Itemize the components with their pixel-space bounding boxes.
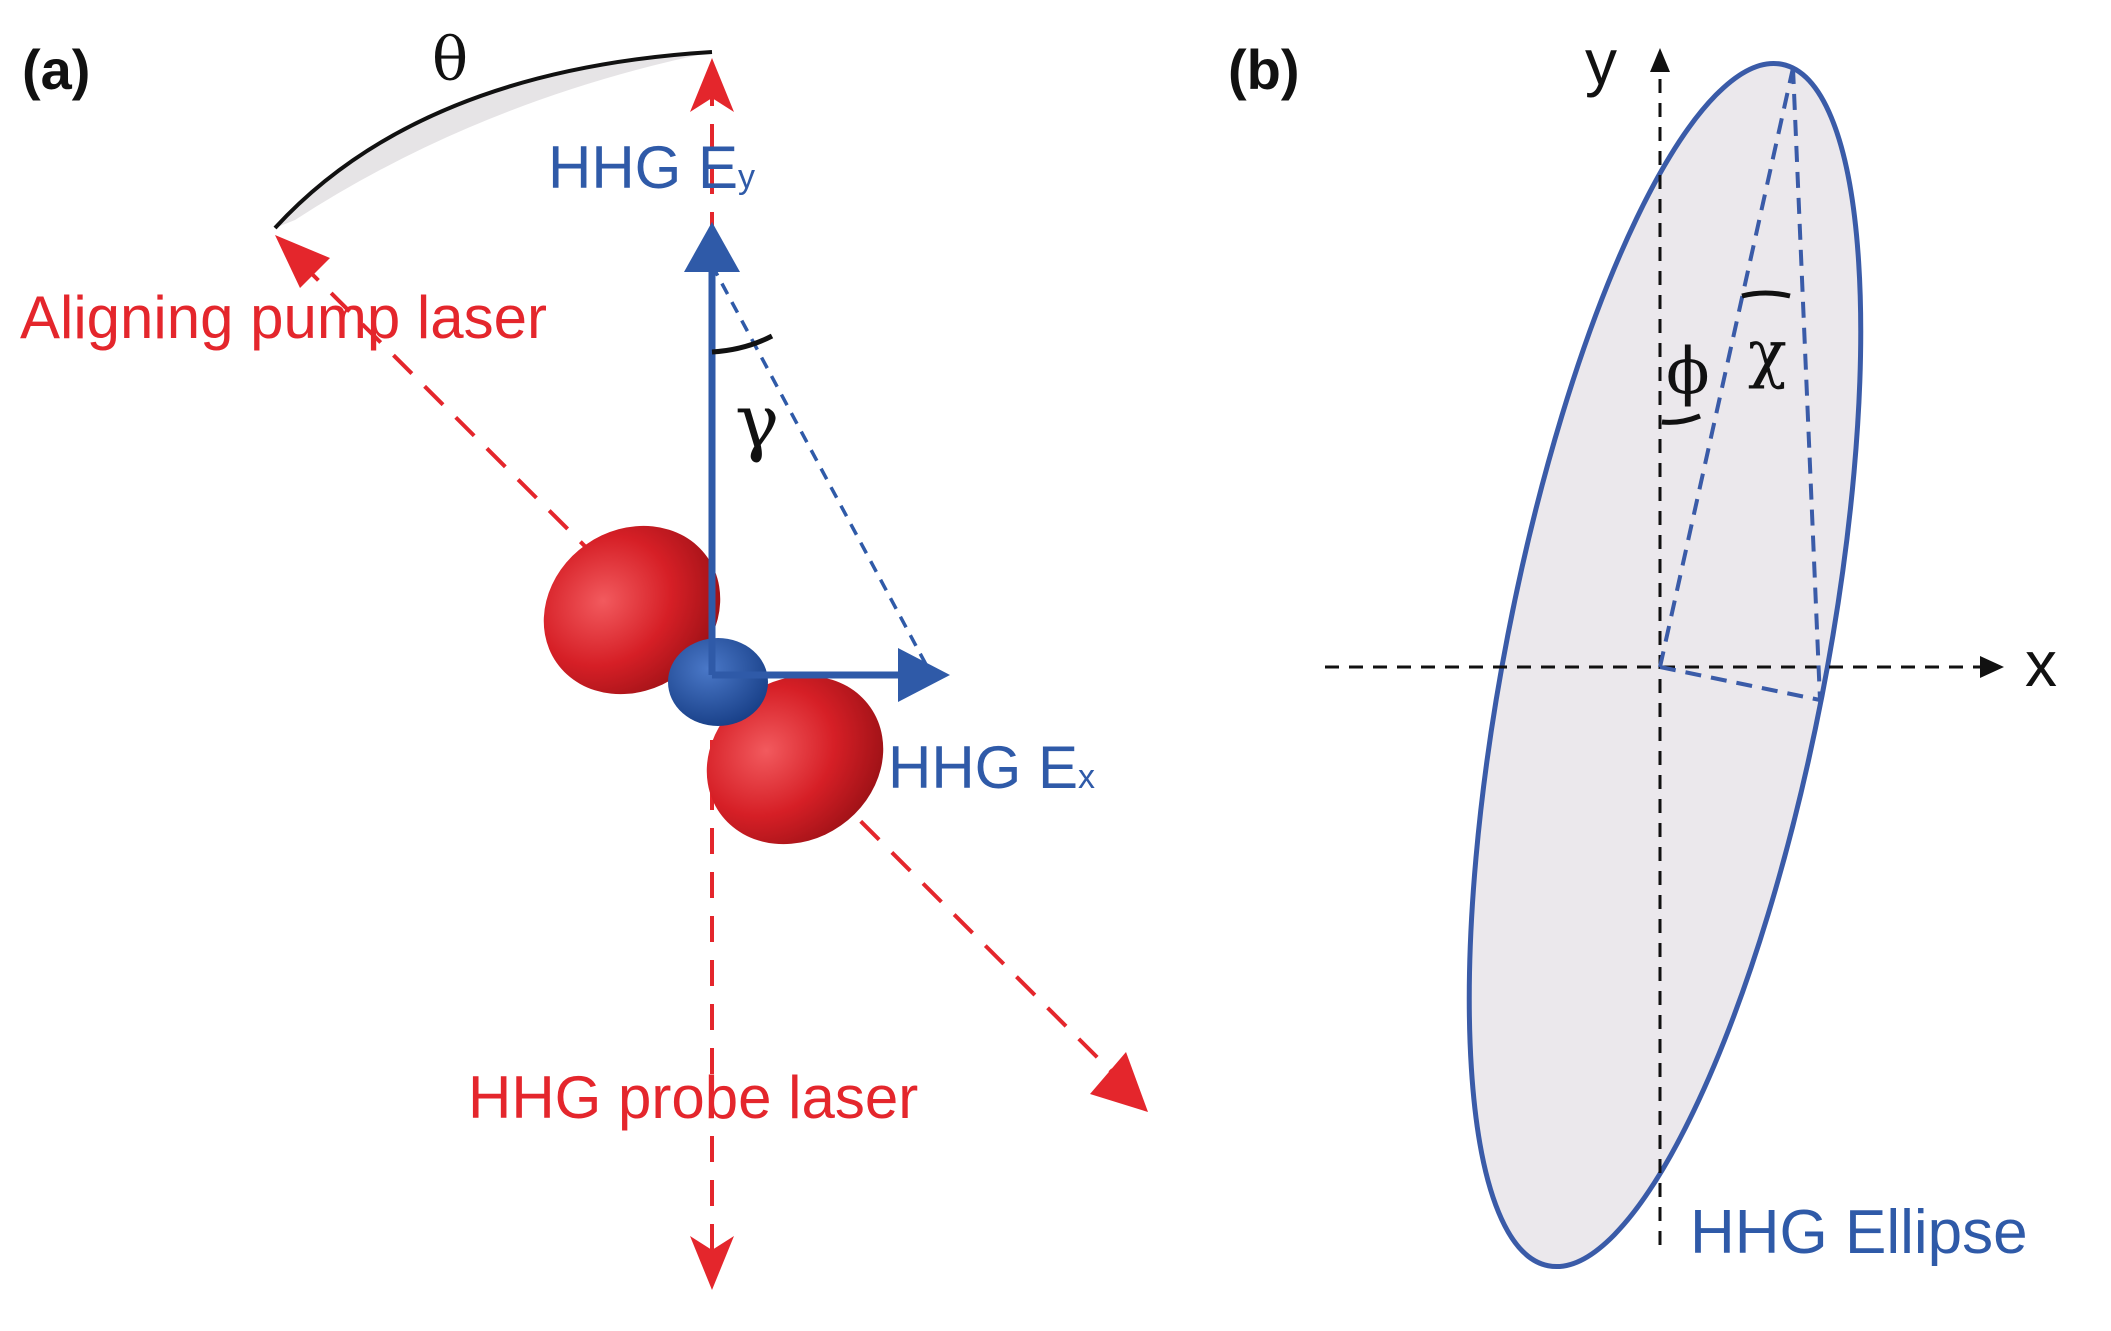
ey-arrowhead-icon <box>684 222 740 272</box>
probe-arrow-down-icon <box>690 1236 734 1290</box>
x-axis-arrow-icon <box>1980 656 2004 678</box>
orbital-lobe-upper <box>543 525 721 695</box>
ey-label: HHG Ey <box>548 138 755 198</box>
hhg-ellipse <box>1466 60 1864 1270</box>
panel-b-label: (b) <box>1228 38 1300 101</box>
ex-label: HHG Ex <box>888 738 1095 798</box>
orbital-core <box>668 638 768 726</box>
y-axis-arrow-icon <box>1650 48 1670 72</box>
diagonal-line <box>1659 665 1821 702</box>
ex-arrowhead-icon <box>898 648 950 702</box>
phi-arc <box>1661 413 1701 425</box>
gamma-arc <box>711 333 774 355</box>
ellipse-label: HHG Ellipse <box>1690 1198 2028 1267</box>
pump-arrow-down-right-icon <box>1090 1052 1148 1112</box>
x-axis-label: x <box>2025 628 2057 700</box>
field-resultant-line <box>710 264 932 673</box>
ey-label-main: HHG E <box>548 134 739 201</box>
theta-label: θ <box>432 25 469 95</box>
ex-label-main: HHG E <box>888 734 1079 801</box>
phi-label: ϕ <box>1666 335 1710 409</box>
probe-arrow-up-icon <box>690 58 734 112</box>
orbital-lobe-lower <box>706 675 884 845</box>
pump-laser-label: Aligning pump laser <box>20 284 547 351</box>
ey-label-sub: y <box>738 158 756 196</box>
panel-a-label: (a) <box>22 38 91 101</box>
gamma-label: γ <box>735 379 780 465</box>
y-axis-label: y <box>1585 26 1617 98</box>
chi-arc <box>1741 290 1791 299</box>
theta-arc <box>273 50 713 230</box>
chi-label: χ <box>1748 317 1787 391</box>
pump-arrow-up-left-icon <box>275 235 330 288</box>
probe-laser-label: HHG probe laser <box>468 1064 919 1131</box>
minor-axis-line <box>1791 67 1822 701</box>
ex-label-sub: x <box>1078 758 1096 796</box>
